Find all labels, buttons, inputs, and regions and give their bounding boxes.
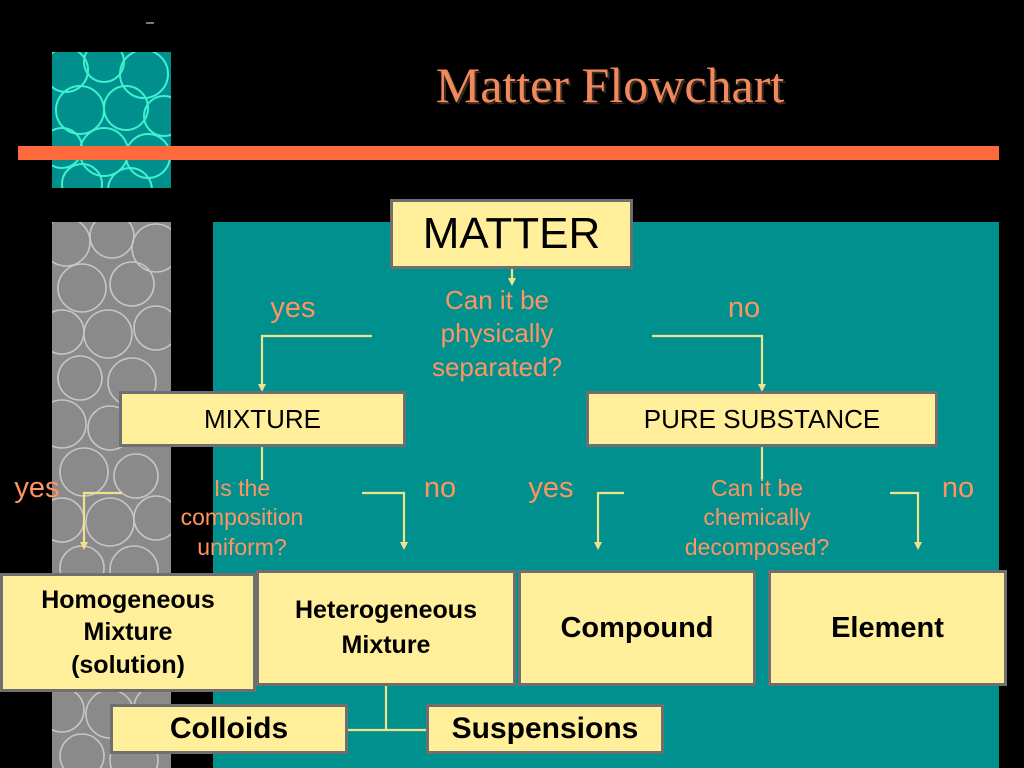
colloids-box: Colloids <box>110 704 348 754</box>
label-q1-no: no <box>727 292 761 324</box>
teal-pattern-tile <box>52 52 171 188</box>
heterogeneous-line-1: Heterogeneous <box>295 596 477 624</box>
question-composition-uniform: Is the composition uniform? <box>147 474 337 562</box>
arrow-to-compound <box>594 491 624 550</box>
suspensions-box: Suspensions <box>426 704 664 754</box>
question1-line-1: Can it be <box>444 285 550 315</box>
accent-bar <box>18 146 999 160</box>
question2-line-1: Is the <box>213 475 271 501</box>
question1-line-2: physically <box>440 318 554 349</box>
matter-box: MATTER <box>390 199 633 269</box>
title-mark <box>146 22 154 24</box>
arrow-to-element <box>890 491 922 550</box>
heterogeneous-mixture-box: Heterogeneous Mixture <box>256 570 516 686</box>
question3-line-1: Can it be <box>710 475 804 501</box>
homogeneous-line-1: Homogeneous <box>41 585 215 614</box>
homogeneous-line-3: (solution) <box>71 650 185 679</box>
question1-line-3: separated? <box>431 351 563 382</box>
pure-substance-box: PURE SUBSTANCE <box>586 391 938 447</box>
homogeneous-line-2: Mixture <box>83 618 173 647</box>
question3-line-3: decomposed? <box>684 533 830 560</box>
slide-title: Matter Flowchart <box>435 57 785 113</box>
element-box: Element <box>768 570 1007 686</box>
arrow-to-pure-substance <box>652 334 766 392</box>
question-physically-separated: Can it be physically separated? <box>392 284 602 384</box>
arrow-to-heterogeneous <box>362 491 408 550</box>
question2-line-3: uniform? <box>197 533 287 560</box>
label-q2-no: no <box>423 472 457 504</box>
question-chemically-decomposed: Can it be chemically decomposed? <box>652 474 862 562</box>
arrow-to-mixture <box>258 334 372 392</box>
arrow-to-homogeneous <box>80 491 122 550</box>
homogeneous-mixture-box: Homogeneous Mixture (solution) <box>0 573 256 692</box>
question3-line-2: chemically <box>703 504 811 531</box>
label-q1-yes: yes <box>270 292 316 324</box>
label-q2-yes: yes <box>14 472 60 504</box>
heterogeneous-line-2: Mixture <box>341 631 431 659</box>
label-q3-yes: yes <box>528 472 574 504</box>
mixture-box: MIXTURE <box>119 391 406 447</box>
label-q3-no: no <box>941 472 975 504</box>
compound-box: Compound <box>518 570 756 686</box>
question2-line-2: composition <box>180 504 304 531</box>
